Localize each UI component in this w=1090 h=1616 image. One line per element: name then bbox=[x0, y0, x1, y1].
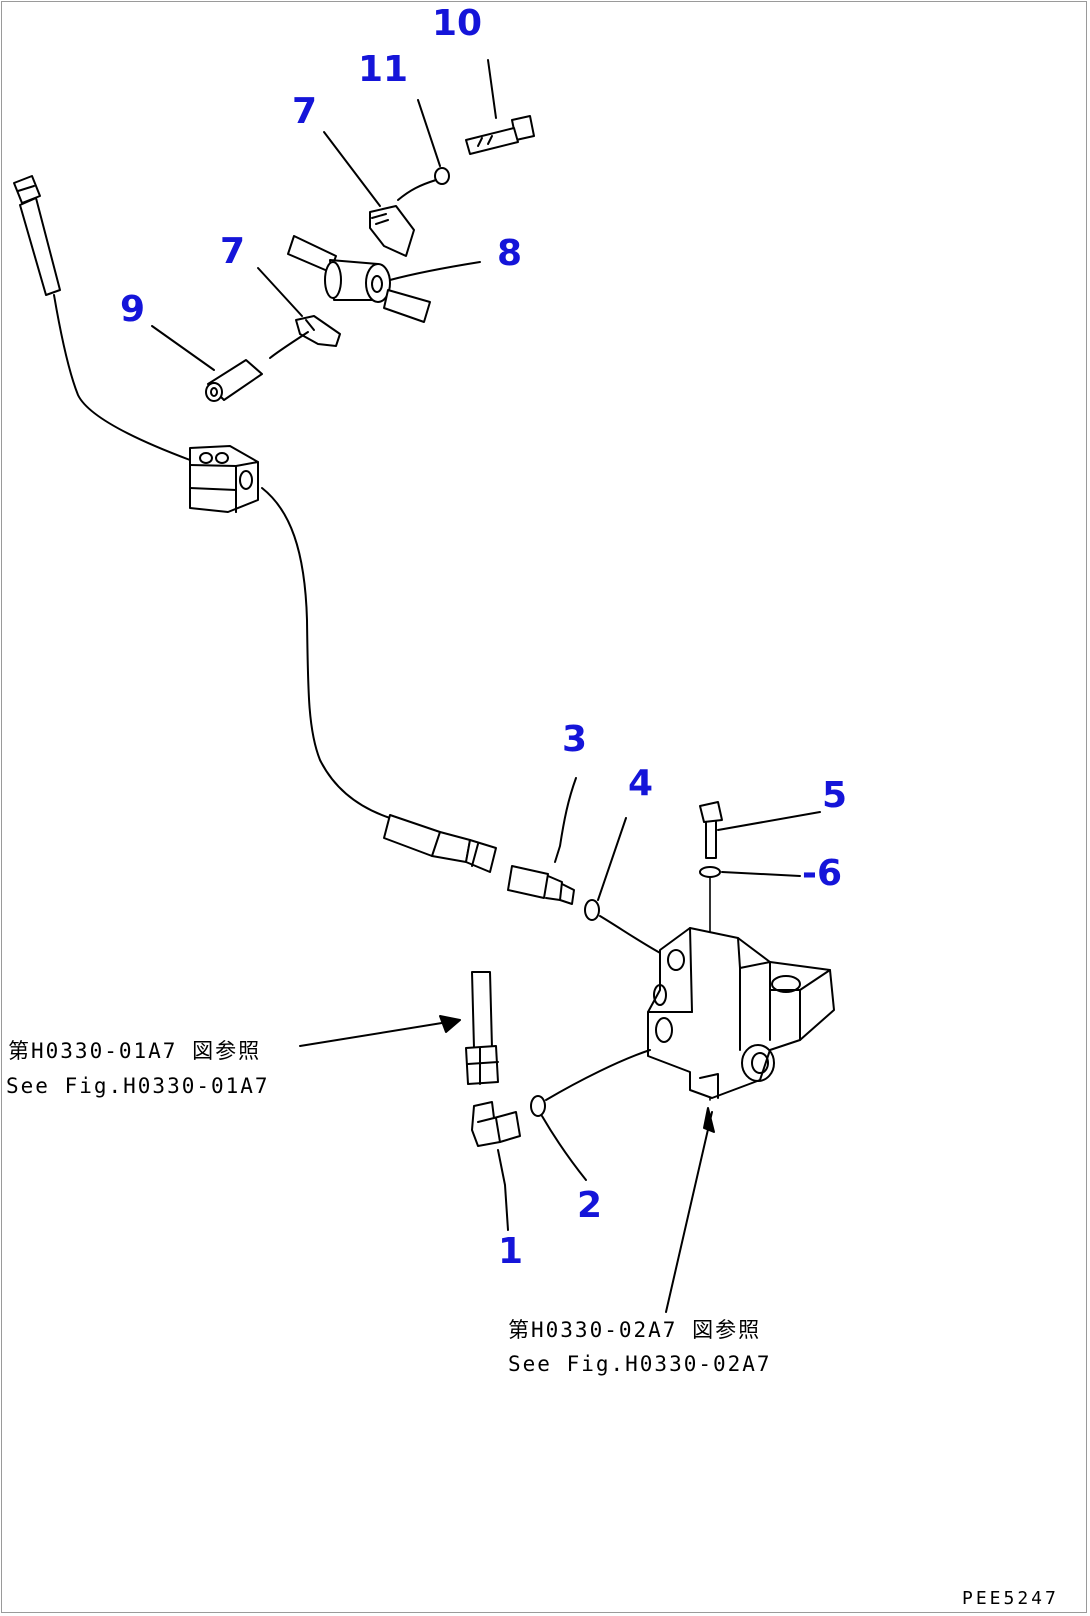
reference-02a7-english: See Fig.H0330-02A7 bbox=[508, 1352, 772, 1376]
hose-line-upper bbox=[53, 294, 191, 461]
callout-8: 8 bbox=[497, 233, 523, 274]
arrow-reference-02a7 bbox=[665, 1107, 715, 1313]
callout-10: 10 bbox=[432, 3, 483, 44]
callout-1: 1 bbox=[498, 1231, 524, 1272]
callout-7-upper: 7 bbox=[292, 91, 318, 132]
lower-hose-fitting bbox=[383, 814, 497, 873]
valve-body bbox=[647, 927, 835, 1099]
hose-clamp-block bbox=[189, 445, 259, 513]
upper-hose-fitting bbox=[13, 175, 61, 296]
callout-3: 3 bbox=[562, 719, 588, 760]
part-2-o-ring bbox=[530, 1049, 651, 1181]
part-10-bolt bbox=[465, 59, 535, 155]
reference-01a7-english: See Fig.H0330-01A7 bbox=[6, 1074, 270, 1098]
reference-02a7-japanese: 第H0330-02A7 図参照 bbox=[508, 1318, 762, 1342]
part-5-bolt bbox=[699, 801, 821, 859]
callout-6: -6 bbox=[802, 853, 842, 894]
part-7-clip-lower bbox=[257, 267, 341, 359]
part-8-clamp bbox=[287, 235, 481, 323]
callout-5: 5 bbox=[822, 775, 848, 816]
callout-2: 2 bbox=[577, 1185, 603, 1226]
part-1-elbow bbox=[471, 1101, 521, 1231]
drawing-code: PEE5247 bbox=[962, 1588, 1059, 1609]
callout-11: 11 bbox=[358, 49, 409, 90]
hose-line-lower bbox=[261, 487, 391, 819]
callout-9: 9 bbox=[120, 289, 146, 330]
reference-01a7-japanese: 第H0330-01A7 図参照 bbox=[8, 1039, 262, 1063]
part-9-sleeve bbox=[151, 325, 263, 402]
part-11-washer bbox=[397, 99, 450, 201]
part-4-o-ring bbox=[584, 817, 663, 955]
callout-7-lower: 7 bbox=[220, 231, 246, 272]
part-7-clip-upper bbox=[323, 131, 415, 257]
callout-4: 4 bbox=[628, 763, 654, 804]
part-3-connector bbox=[507, 777, 577, 905]
pipe-reference-01a7 bbox=[299, 971, 499, 1085]
